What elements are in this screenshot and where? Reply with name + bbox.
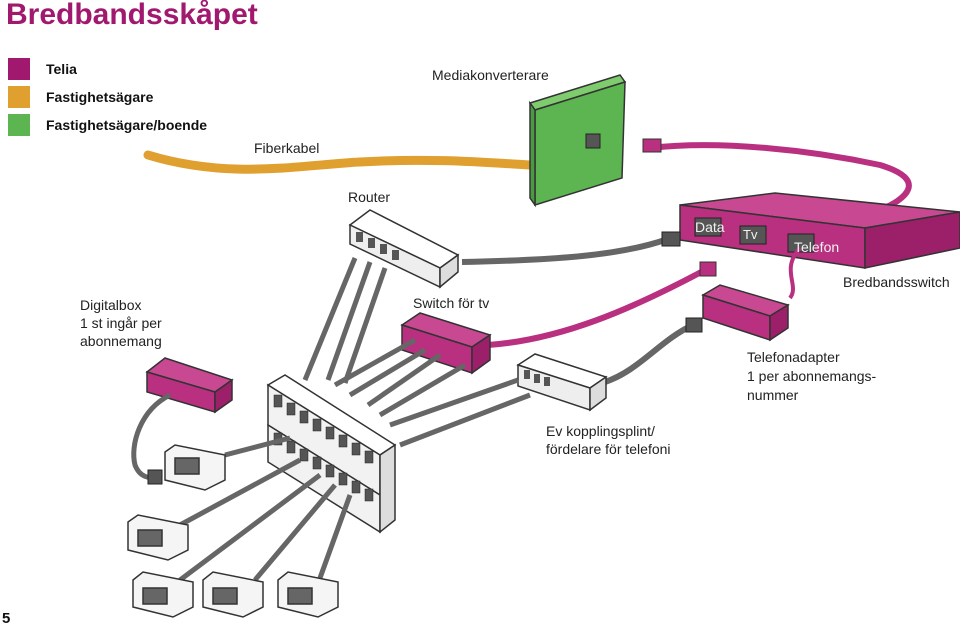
legend-swatch-fastighetsagare	[8, 86, 30, 108]
label-mediakonverterare: Mediakonverterare	[432, 67, 549, 83]
patch-panel-ports	[273, 394, 374, 502]
port-label-telefon: Telefon	[794, 239, 840, 255]
legend-swatch-fastighetsagare-boende	[8, 114, 30, 136]
broadband-switch	[679, 192, 960, 269]
label-digitalbox-line3: abonnemang	[80, 333, 162, 349]
page-number: 5	[2, 610, 11, 627]
wall-outlets	[127, 444, 339, 618]
digital-box	[145, 357, 234, 414]
label-bredbandsswitch: Bredbandsswitch	[843, 274, 950, 290]
page-title: Bredbandsskåpet	[6, 0, 258, 31]
label-telefonadapter-line2: 1 per abonnemangs-	[747, 368, 877, 384]
adapter-phone-cable	[603, 322, 695, 385]
media-converter	[528, 74, 627, 208]
patch-cables	[302, 257, 531, 448]
port-label-data: Data	[695, 219, 725, 235]
label-switch-tv: Switch för tv	[413, 295, 490, 311]
legend-swatch-telia	[8, 58, 30, 80]
legend-label: Telia	[46, 61, 77, 77]
outlet-cables	[178, 435, 353, 582]
router	[348, 209, 460, 289]
label-router: Router	[348, 189, 391, 205]
patch-panel	[266, 374, 397, 534]
legend: Telia Fastighetsägare Fastighetsägare/bo…	[8, 55, 207, 139]
tv-switch	[400, 312, 492, 375]
legend-label: Fastighetsägare	[46, 89, 154, 105]
port-label-tv: Tv	[743, 227, 758, 242]
fiber-patch-cable	[647, 142, 912, 213]
patch-splitter	[516, 353, 608, 412]
label-kopplingsplint-line2: fördelare för telefoni	[546, 441, 671, 457]
legend-label: Fastighetsägare/boende	[46, 117, 208, 133]
label-fiberkabel: Fiberkabel	[254, 140, 320, 156]
fiber-cable	[143, 150, 535, 174]
legend-item-telia: Telia	[8, 55, 207, 83]
adapter-cable	[788, 246, 802, 300]
label-telefonadapter-line3: nummer	[747, 387, 799, 403]
legend-item-fastighetsagare-boende: Fastighetsägare/boende	[8, 111, 207, 139]
label-digitalbox-line2: 1 st ingår per	[80, 315, 162, 331]
label-digitalbox: Digitalbox	[80, 297, 142, 313]
tv-cable	[487, 267, 707, 348]
legend-item-fastighetsagare: Fastighetsägare	[8, 83, 207, 111]
label-telefonadapter: Telefonadapter	[747, 349, 840, 365]
phone-adapter	[701, 284, 790, 342]
label-kopplingsplint: Ev kopplingsplint/	[546, 423, 655, 439]
router-data-cable	[461, 237, 666, 265]
